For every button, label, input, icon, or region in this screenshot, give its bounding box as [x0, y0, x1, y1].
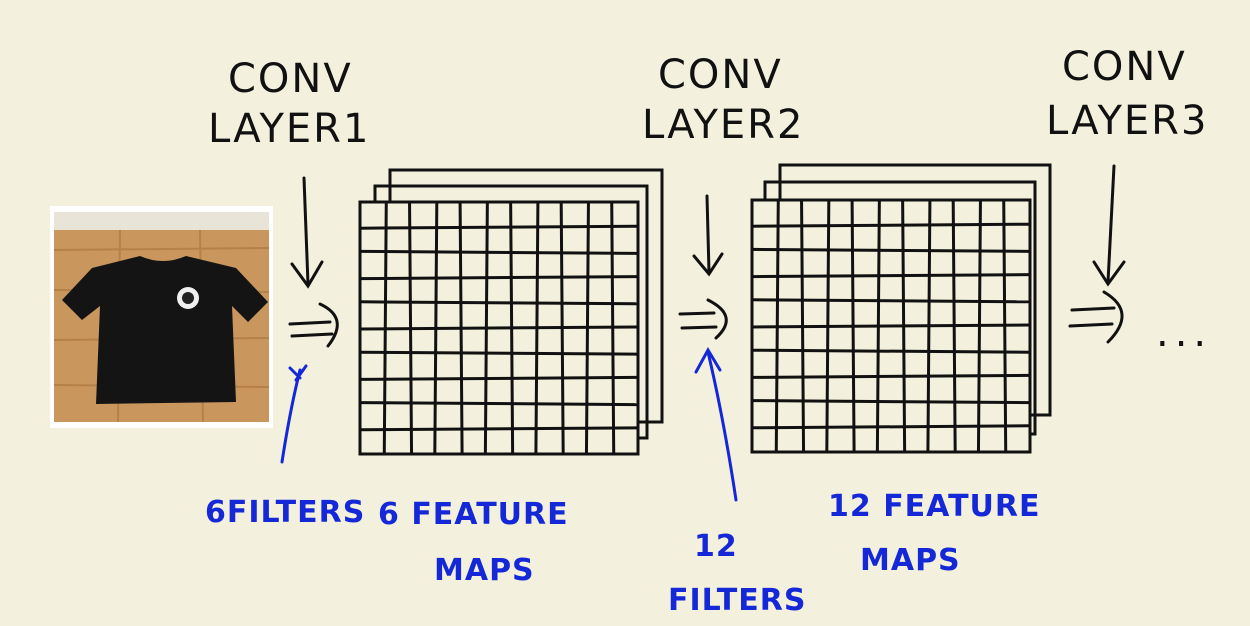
feature-map-stack-2: [750, 163, 1052, 454]
arrow-to-conv1: [288, 176, 339, 348]
annotation-6-feature-maps-line2: MAPS: [434, 553, 535, 588]
input-image-tshirt: [50, 206, 273, 428]
grid-line-horizontal: [359, 249, 639, 255]
annotation-arrow-filters-1: [280, 364, 308, 464]
grid-line-horizontal: [751, 222, 1031, 228]
arrow-to-conv3: [1068, 164, 1126, 344]
continuation-dots: ...: [1156, 310, 1212, 356]
grid-line-horizontal: [359, 275, 639, 281]
annotation-6-feature-maps-line1: 6 FEATURE: [378, 497, 569, 532]
grid-line-horizontal: [751, 424, 1031, 430]
grid-line-horizontal: [751, 348, 1031, 354]
feature-map-stack-1: [358, 168, 664, 456]
arrow-to-conv2: [678, 194, 728, 340]
conv-layer3-line1: CONV: [1062, 44, 1187, 90]
grid-line-horizontal: [751, 323, 1031, 329]
conv-layer1-line1: CONV: [228, 56, 353, 102]
annotation-12-feature-maps-line1: 12 FEATURE: [828, 489, 1041, 524]
grid-line-horizontal: [359, 350, 639, 356]
annotation-12-feature-maps-line2: MAPS: [860, 543, 961, 578]
grid-line-horizontal: [359, 401, 639, 407]
conv-layer1-line2: LAYER1: [208, 106, 370, 152]
conv-layer3-line2: LAYER3: [1046, 98, 1208, 144]
grid-line-horizontal: [359, 300, 639, 306]
grid-line-horizontal: [751, 298, 1031, 304]
annotation-12-filters-line1: 12: [694, 529, 738, 564]
grid-line-horizontal: [359, 325, 639, 331]
annotation-12-filters-line2: FILTERS: [668, 583, 806, 618]
grid-line-horizontal: [359, 375, 639, 381]
grid-line-horizontal: [751, 373, 1031, 379]
grid-line-horizontal: [751, 399, 1031, 405]
grid-line-horizontal: [359, 224, 639, 230]
grid-line-horizontal: [359, 426, 639, 432]
grid-line-horizontal: [751, 273, 1031, 279]
conv-layer2-line1: CONV: [658, 52, 783, 98]
annotation-arrow-filters-2: [694, 346, 738, 502]
grid-line-horizontal: [751, 247, 1031, 253]
annotation-6-filters: 6FILTERS: [205, 495, 365, 530]
conv-layer2-line2: LAYER2: [642, 102, 804, 148]
